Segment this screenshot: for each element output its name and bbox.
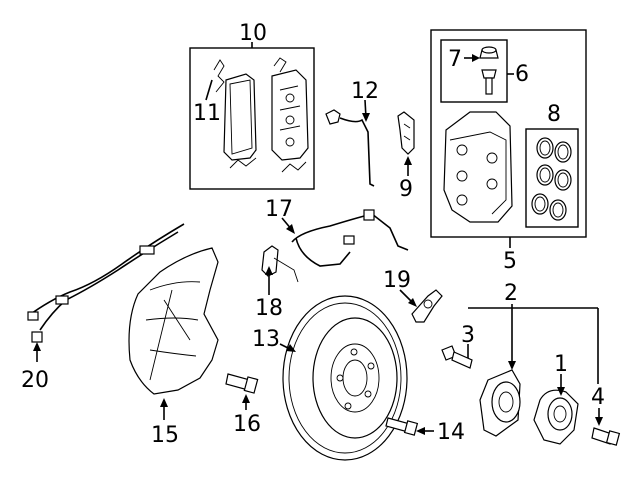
rotor-bolt-icon[interactable] — [385, 417, 419, 436]
callout-11: 11 — [193, 101, 221, 126]
hub-bearing-icon[interactable] — [479, 369, 521, 437]
callout-8: 8 — [547, 102, 561, 127]
callout-1: 1 — [554, 352, 568, 377]
shield-bolt-icon[interactable] — [225, 373, 259, 394]
callout-16: 16 — [233, 412, 261, 437]
hub-bolt-icon[interactable] — [591, 427, 621, 446]
bleeder-cap-icon[interactable] — [479, 46, 499, 59]
callout-3: 3 — [461, 323, 475, 348]
brake-rotor-icon[interactable] — [282, 295, 408, 461]
hose-bracket-icon[interactable] — [261, 245, 299, 283]
seal-kit-icon[interactable] — [531, 137, 572, 221]
splash-shield-icon[interactable] — [128, 247, 219, 395]
bleeder-inner-box — [440, 39, 508, 103]
callout-10: 10 — [239, 21, 267, 46]
callout-20: 20 — [21, 368, 49, 393]
pad-spring-icon[interactable] — [213, 57, 307, 173]
brake-hose-icon[interactable] — [291, 209, 409, 267]
callout-9: 9 — [399, 177, 413, 202]
callout-12: 12 — [351, 79, 379, 104]
callout-2: 2 — [504, 281, 518, 306]
callout-13: 13 — [252, 327, 280, 352]
callout-5: 5 — [503, 249, 517, 274]
clip-icon[interactable] — [397, 111, 415, 155]
brake-pad-kit-group: 10 11 — [189, 21, 315, 190]
callout-19: 19 — [383, 268, 411, 293]
wheel-stud-icon[interactable] — [441, 345, 473, 369]
callout-6: 6 — [515, 62, 529, 87]
caliper-group: 7 6 8 5 — [430, 29, 587, 274]
callout-14: 14 — [437, 420, 465, 445]
bleeder-fitting-icon[interactable] — [411, 289, 443, 323]
brake-pad-kit-icon[interactable] — [223, 69, 309, 161]
callout-7: 7 — [448, 47, 462, 72]
callout-17: 17 — [265, 197, 293, 222]
wear-sensor-icon[interactable] — [325, 109, 375, 187]
wheel-hub-icon[interactable] — [533, 389, 579, 445]
seal-kit-box — [525, 128, 579, 228]
callout-18: 18 — [255, 296, 283, 321]
abs-sensor-icon[interactable] — [27, 223, 185, 343]
caliper-assembly-icon[interactable] — [443, 111, 513, 223]
callout-4: 4 — [591, 385, 605, 410]
bleeder-screw-icon[interactable] — [481, 69, 497, 95]
callout-15: 15 — [151, 423, 179, 448]
caliper-box — [430, 29, 587, 238]
